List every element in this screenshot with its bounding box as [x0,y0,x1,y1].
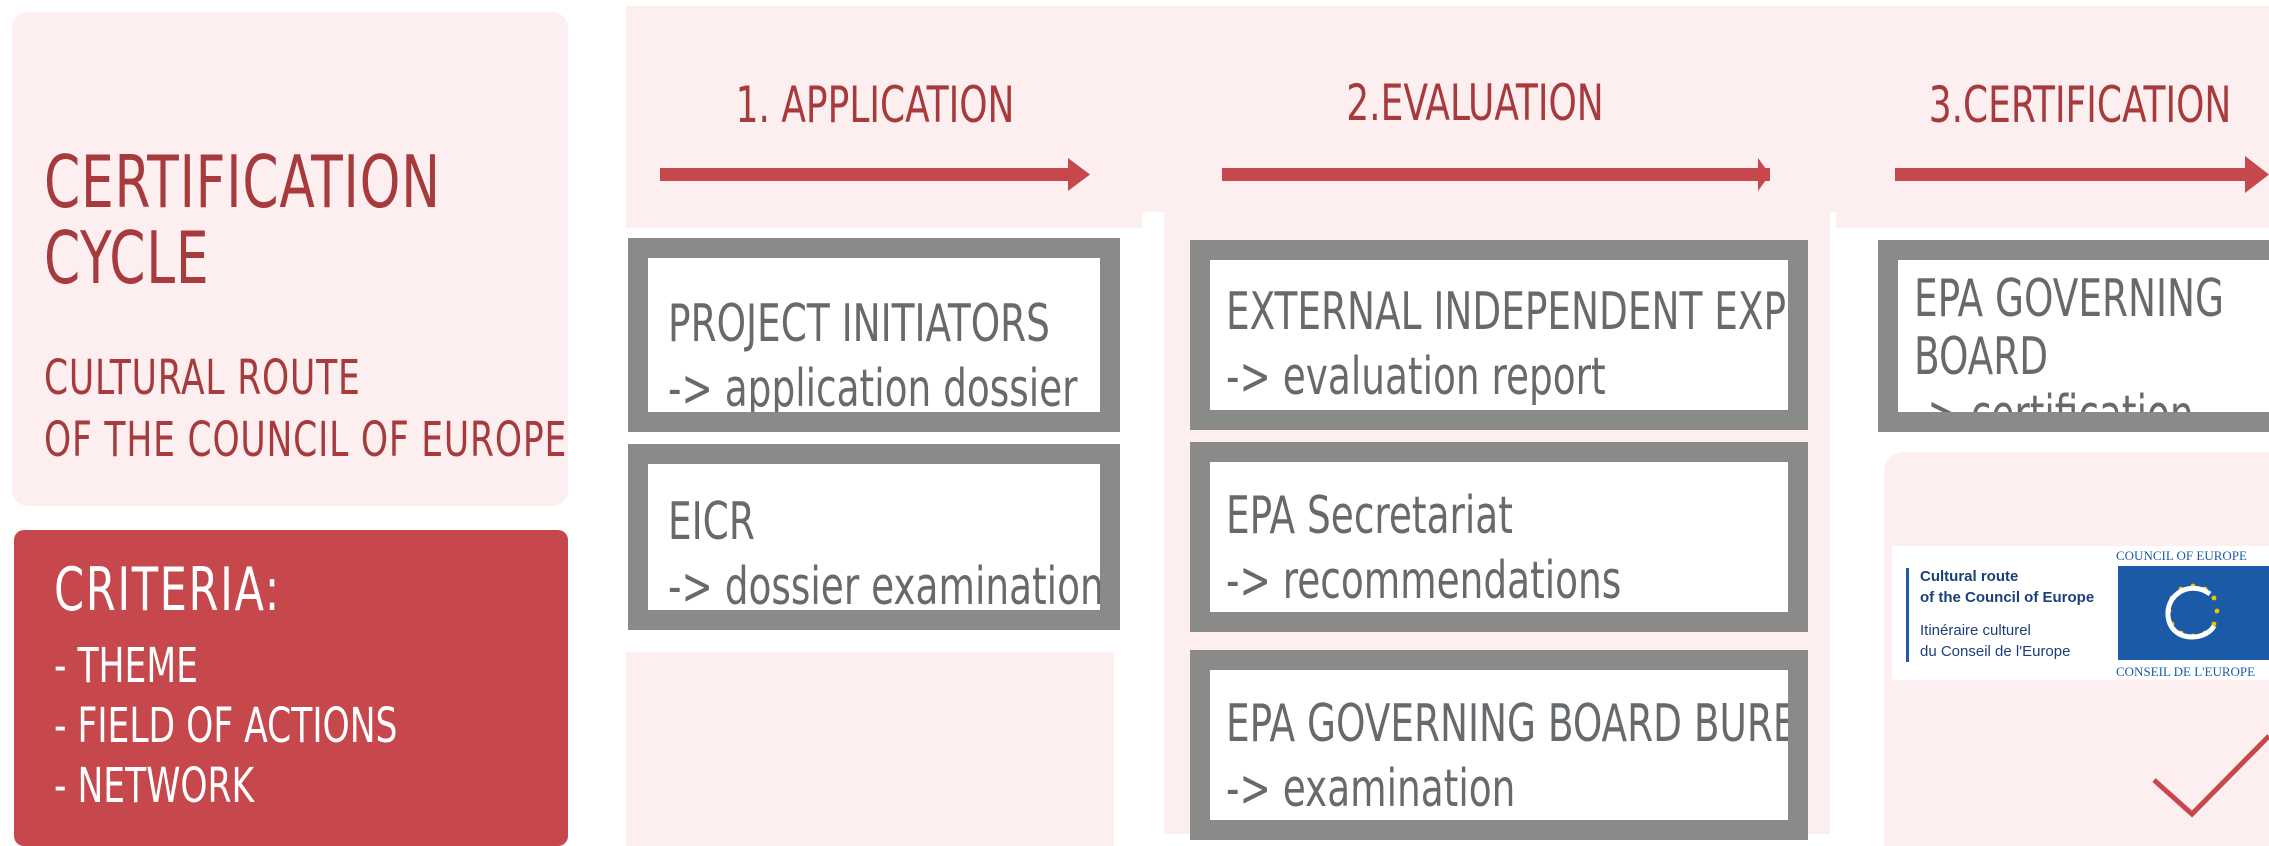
checkmark-icon [2152,734,2269,818]
box-external-experts-actor: EXTERNAL INDEPENDENT EXPERTS [1226,282,1808,342]
title-line-2: CYCLE [44,216,210,300]
box-project-initiators-actor: PROJECT INITIATORS [668,294,1050,354]
title-line-1: CERTIFICATION [44,140,441,224]
stage-label-evaluation: 2.EVALUATION [1346,74,1604,132]
box-project-initiators-output: -> application dossier [668,359,1078,419]
box-external-experts-output: -> evaluation report [1226,347,1606,407]
box-governing-board: EPA GOVERNING BOARD -> certification [1878,240,2269,432]
subtitle-line-2: OF THE COUNCIL OF EUROPE [44,412,568,468]
criteria-item-field-of-actions: - FIELD OF ACTIONS [54,698,398,754]
criteria-heading: CRITERIA: [54,555,281,625]
arrow-evaluation [1222,158,1770,191]
box-governing-board-line-2: BOARD [1914,327,2049,388]
cultural-route-logo: Cultural route of the Council of Europe … [1892,546,2269,680]
logo-text-fr-line-1: Itinéraire culturel [1920,622,2031,639]
box-project-initiators: PROJECT INITIATORS -> application dossie… [628,238,1120,432]
box-eicr-output: -> dossier examination [668,557,1104,617]
page-title: CERTIFICATION CYCLE [44,146,540,298]
box-external-experts: EXTERNAL INDEPENDENT EXPERTS -> evaluati… [1190,240,1808,430]
box-epa-secretariat-output: -> recommendations [1226,551,1622,611]
logo-text-en-line-2: of the Council of Europe [1920,589,2095,606]
subtitle-line-1: CULTURAL ROUTE [44,350,361,406]
logo-text-en: Cultural route of the Council of Europe [1920,566,2094,608]
logo-divider [1906,568,1909,662]
logo-text-fr: Itinéraire culturel du Conseil de l'Euro… [1920,620,2070,662]
application-column-bg [626,212,1142,228]
application-column-empty-slot [626,652,1114,846]
box-governing-board-bureau-output: -> examination [1226,759,1516,819]
box-governing-board-bureau: EPA GOVERNING BOARD BUREAU -> examinatio… [1190,650,1808,840]
stage-label-application: 1. APPLICATION [735,76,1015,134]
page-subtitle: CULTURAL ROUTE OF THE COUNCIL OF EUROPE [44,354,698,478]
logo-text-en-line-1: Cultural route [1920,568,2019,585]
box-governing-board-output: -> certification [1914,385,2194,432]
arrow-certification [1895,156,2269,193]
logo-text-fr-line-2: du Conseil de l'Europe [1920,643,2071,660]
criteria-item-network: - NETWORK [54,758,255,814]
box-epa-secretariat: EPA Secretariat -> recommendations [1190,442,1808,632]
criteria-item-theme: - THEME [54,638,198,694]
arrow-application [660,158,1090,191]
certification-column-bg-top [1836,212,2269,228]
box-governing-board-line-1: EPA GOVERNING [1914,269,2225,329]
box-governing-board-bureau-actor: EPA GOVERNING BOARD BUREAU [1226,694,1808,754]
box-eicr-actor: EICR [668,492,755,552]
criteria-panel: CRITERIA: - THEME - FIELD OF ACTIONS - N… [14,530,568,846]
coe-emblem [2118,566,2269,660]
coe-label-top: COUNCIL OF EUROPE [2116,548,2247,563]
coe-label-bottom: CONSEIL DE L'EUROPE [2116,664,2256,679]
title-panel [12,12,568,506]
box-eicr: EICR -> dossier examination [628,444,1120,630]
coe-stars-icon [2165,583,2220,640]
box-epa-secretariat-actor: EPA Secretariat [1226,486,1513,546]
stage-label-certification: 3.CERTIFICATION [1928,76,2232,134]
